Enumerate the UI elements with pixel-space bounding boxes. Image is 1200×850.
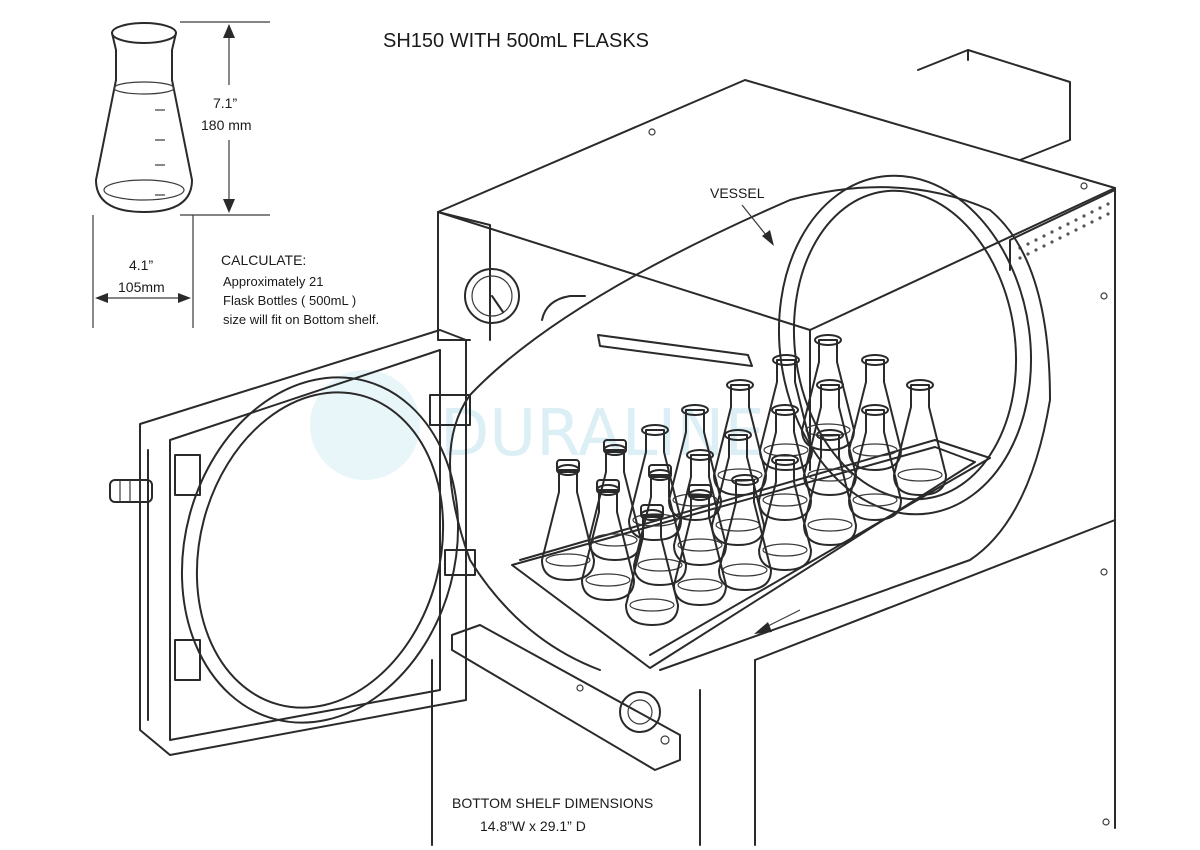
shelf-dimensions-title: BOTTOM SHELF DIMENSIONS: [452, 795, 653, 811]
flask: [848, 404, 902, 521]
autoclave-door: [109, 329, 476, 756]
flask-group: [541, 334, 947, 626]
flask: [581, 479, 635, 601]
reference-flask: [95, 22, 193, 213]
flask: [541, 459, 595, 581]
flask: [803, 429, 857, 546]
watermark-text: DURALINE: [440, 397, 765, 471]
flask: [803, 379, 857, 496]
width-inches-label: 4.1”: [129, 257, 153, 273]
flask: [758, 454, 812, 571]
calculate-note: CALCULATE: Approximately 21 Flask Bottle…: [221, 252, 379, 327]
autoclave-cabinet: [431, 49, 1116, 846]
front-step: [451, 624, 681, 771]
bottom-shelf: [511, 439, 991, 669]
height-inches-label: 7.1”: [213, 95, 237, 111]
flask: [668, 404, 722, 521]
watermark-logo: DURALINE: [310, 370, 765, 480]
vessel-label: VESSEL: [710, 185, 765, 201]
width-dimension: 4.1” 105mm: [92, 215, 194, 328]
calculate-heading: CALCULATE:: [221, 252, 306, 268]
shelf-dimensions-value: 14.8”W x 29.1” D: [480, 818, 586, 834]
diagram-title: SH150 WITH 500mL FLASKS: [383, 30, 649, 52]
vessel: VESSEL: [449, 174, 1051, 671]
calculate-line-2: Flask Bottles ( 500mL ): [223, 293, 356, 308]
flask: [893, 379, 947, 496]
flask: [625, 504, 679, 626]
width-mm-label: 105mm: [118, 279, 165, 295]
calculate-line-3: size will fit on Bottom shelf.: [223, 312, 379, 327]
flask: [759, 354, 813, 471]
calculate-line-1: Approximately 21: [223, 274, 323, 289]
height-dimension: 7.1” 180 mm: [180, 21, 270, 216]
height-mm-label: 180 mm: [201, 117, 252, 133]
